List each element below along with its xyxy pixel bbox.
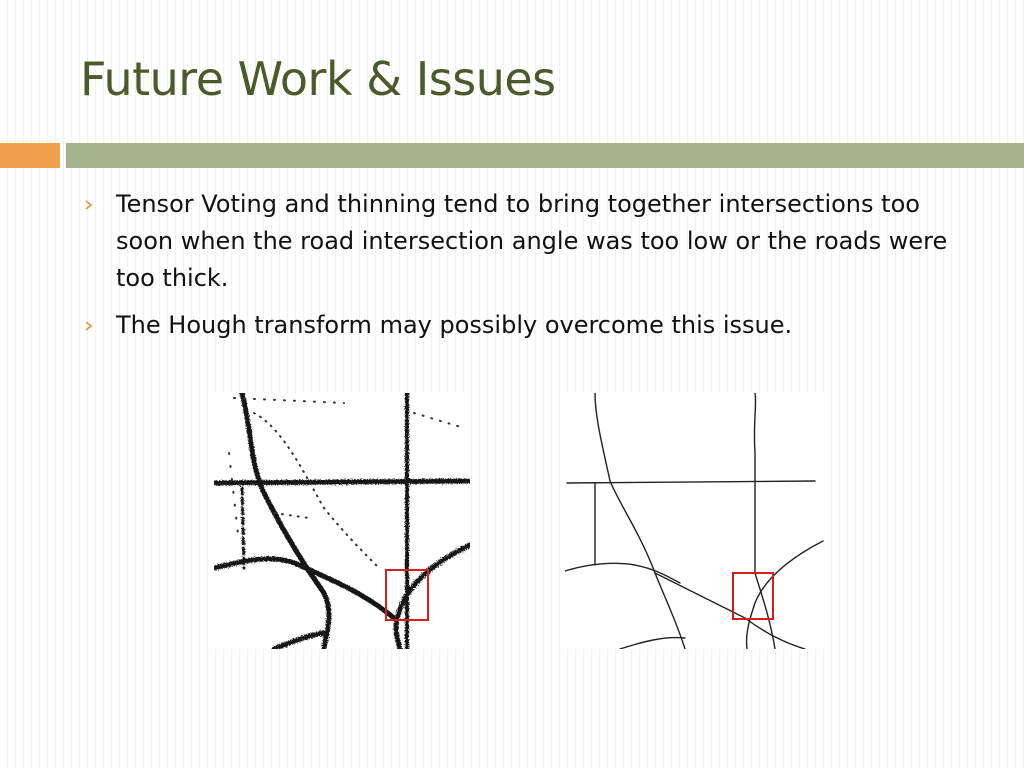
bullet-item: The Hough transform may possibly overcom… xyxy=(80,307,980,344)
arrow-right-icon xyxy=(82,186,96,223)
bullet-text: Tensor Voting and thinning tend to bring… xyxy=(116,190,948,292)
highlight-box xyxy=(732,572,774,620)
accent-bar-green xyxy=(66,143,1024,168)
arrow-right-icon xyxy=(82,307,96,344)
slide-title: Future Work & Issues xyxy=(80,52,556,106)
bullet-text: The Hough transform may possibly overcom… xyxy=(116,311,793,339)
accent-bar-orange xyxy=(0,143,60,168)
thinning-output-image xyxy=(565,393,825,649)
highlight-box xyxy=(385,569,429,621)
bullet-list: Tensor Voting and thinning tend to bring… xyxy=(80,186,980,354)
bullet-item: Tensor Voting and thinning tend to bring… xyxy=(80,186,980,297)
tensor-voting-output-image xyxy=(214,393,470,649)
